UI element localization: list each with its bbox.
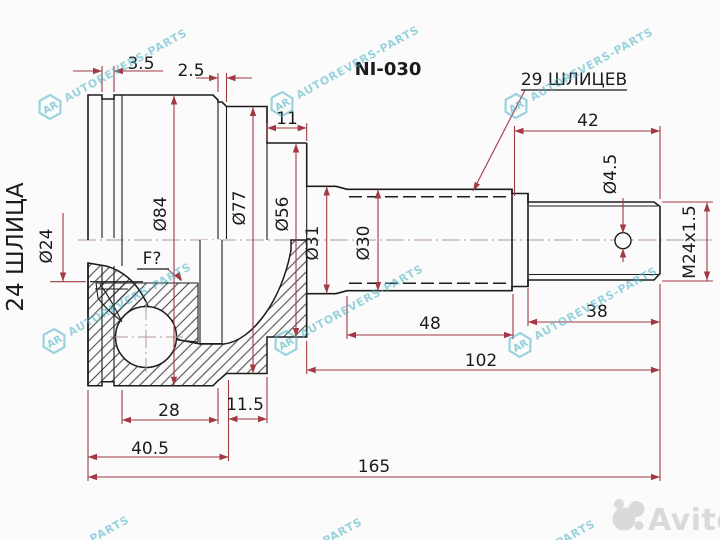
- svg-text:AUTOREVERS-PARTS: AUTOREVERS-PARTS: [298, 262, 426, 341]
- dim-cup-length: 40.5: [131, 439, 169, 459]
- watermark-autorevers: AR AUTOREVERS-PARTS: [237, 515, 365, 540]
- avito-logo: Avito: [612, 499, 720, 538]
- dim-shaft-length: 102: [465, 351, 497, 371]
- svg-text:AUTOREVERS-PARTS: AUTOREVERS-PARTS: [4, 513, 132, 540]
- dim-hole-dia: Ø4.5: [601, 154, 621, 194]
- dim-boot-groove-width: 3.5: [127, 54, 154, 74]
- svg-text:AUTOREVERS-PARTS: AUTOREVERS-PARTS: [528, 25, 656, 104]
- dim-body-length: 28: [158, 401, 180, 421]
- part-number: NI-030: [355, 59, 422, 80]
- dimension-arrows: [59, 67, 711, 481]
- pin-hole: [614, 231, 632, 250]
- dim-ring-width: 11.5: [226, 395, 264, 415]
- avito-logo-text: Avito: [648, 503, 720, 538]
- dim-thread-spec: M24x1.5: [680, 205, 700, 278]
- outer-race-section: [87, 239, 308, 387]
- watermark-brand-text: AUTOREVERS-PARTS: [62, 26, 190, 105]
- dim-bore-dia: Ø24: [37, 228, 57, 263]
- outer-splines-label: 29 ШЛИЦЕВ: [521, 70, 627, 90]
- avito-logo-circle: [614, 499, 624, 509]
- svg-text:AUTOREVERS-PARTS: AUTOREVERS-PARTS: [237, 515, 365, 540]
- svg-text:AUTOREVERS-PARTS: AUTOREVERS-PARTS: [470, 517, 598, 540]
- outer-race-profile: [87, 94, 308, 386]
- watermark-autorevers: AR AUTOREVERS-PARTS: [38, 26, 190, 121]
- dim-thread-zone-length: 42: [577, 111, 599, 131]
- svg-text:AUTOREVERS-PARTS: AUTOREVERS-PARTS: [532, 264, 660, 343]
- dim-collar-width: 11: [276, 109, 298, 129]
- watermark-autorevers: AR AUTOREVERS-PARTS: [470, 517, 598, 540]
- avito-logo-circle: [628, 501, 645, 517]
- inner-splines-label: 24 ШЛИЦА: [3, 182, 29, 312]
- dim-spline-length: 48: [419, 314, 441, 334]
- dim-ring-dia: Ø77: [230, 190, 250, 225]
- dim-spline-dia: Ø30: [354, 225, 374, 260]
- dim-thread-length: 38: [586, 302, 608, 322]
- watermark-autorevers: AR AUTOREVERS-PARTS: [4, 513, 132, 540]
- dim-step-width: 2.5: [177, 61, 204, 81]
- dim-collar-dia: Ø56: [273, 196, 293, 231]
- avito-logo-circle: [634, 521, 644, 530]
- dim-body-dia: Ø84: [151, 196, 171, 231]
- dim-total-length: 165: [358, 457, 390, 477]
- dimension-lines: [50, 66, 713, 481]
- flange-query-label: F?: [143, 249, 162, 269]
- dim-neck-dia: Ø31: [303, 225, 323, 260]
